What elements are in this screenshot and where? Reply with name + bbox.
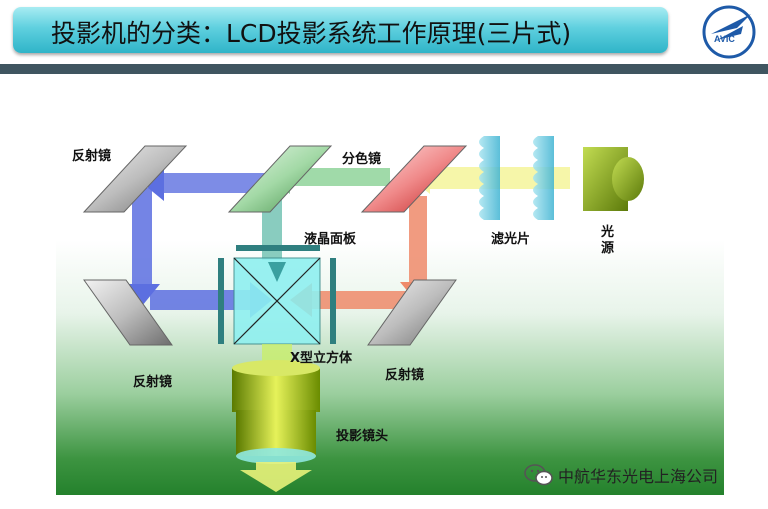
label-dichroic-mirror: 分色镜 [342,152,382,167]
label-filter: 滤光片 [491,232,531,247]
blue-beam-bottom [150,290,250,310]
label-projection-lens: 投影镜头 [336,429,389,444]
lcd-panel-left [218,258,224,344]
mirror-bottom-right [367,279,457,346]
watermark-text: 中航华东光电上海公司 [558,467,719,486]
projection-lens [232,360,320,464]
avic-logo-icon [702,5,756,59]
title-bar: 投影机的分类：LCD投影系统工作原理(三片式) [13,7,668,53]
page-title: 投影机的分类：LCD投影系统工作原理(三片式) [51,19,572,48]
filter-lenses [479,136,554,220]
red-beam-vertical [409,196,427,284]
watermark: 中航华东光电上海公司 [524,463,718,487]
wechat-icon [524,464,553,486]
mirror-bottom-left [83,279,173,346]
header-separator [0,64,768,74]
dichroic-mirror-red [360,145,468,213]
blue-beam-vertical [132,188,152,288]
lcd-panel-right [330,258,336,344]
label-mirror-top-left: 反射镜 [72,149,112,164]
avic-logo: AVIC [697,4,761,60]
logo-text: AVIC [714,34,735,44]
mirror-top-left [82,145,188,213]
green-into-cube-arrowhead [268,262,286,282]
projection-output-arrow [240,462,312,492]
light-source [583,147,644,211]
label-mirror-bottom-left: 反射镜 [133,375,173,390]
label-lcd-panel: 液晶面板 [304,232,357,247]
label-x-cube: X型立方体 [290,351,353,366]
dichroic-mirror-green [227,145,333,213]
lcd-panel-top [236,245,320,251]
label-light-source: 光源 [601,225,615,256]
label-mirror-bottom-right: 反射镜 [385,368,425,383]
